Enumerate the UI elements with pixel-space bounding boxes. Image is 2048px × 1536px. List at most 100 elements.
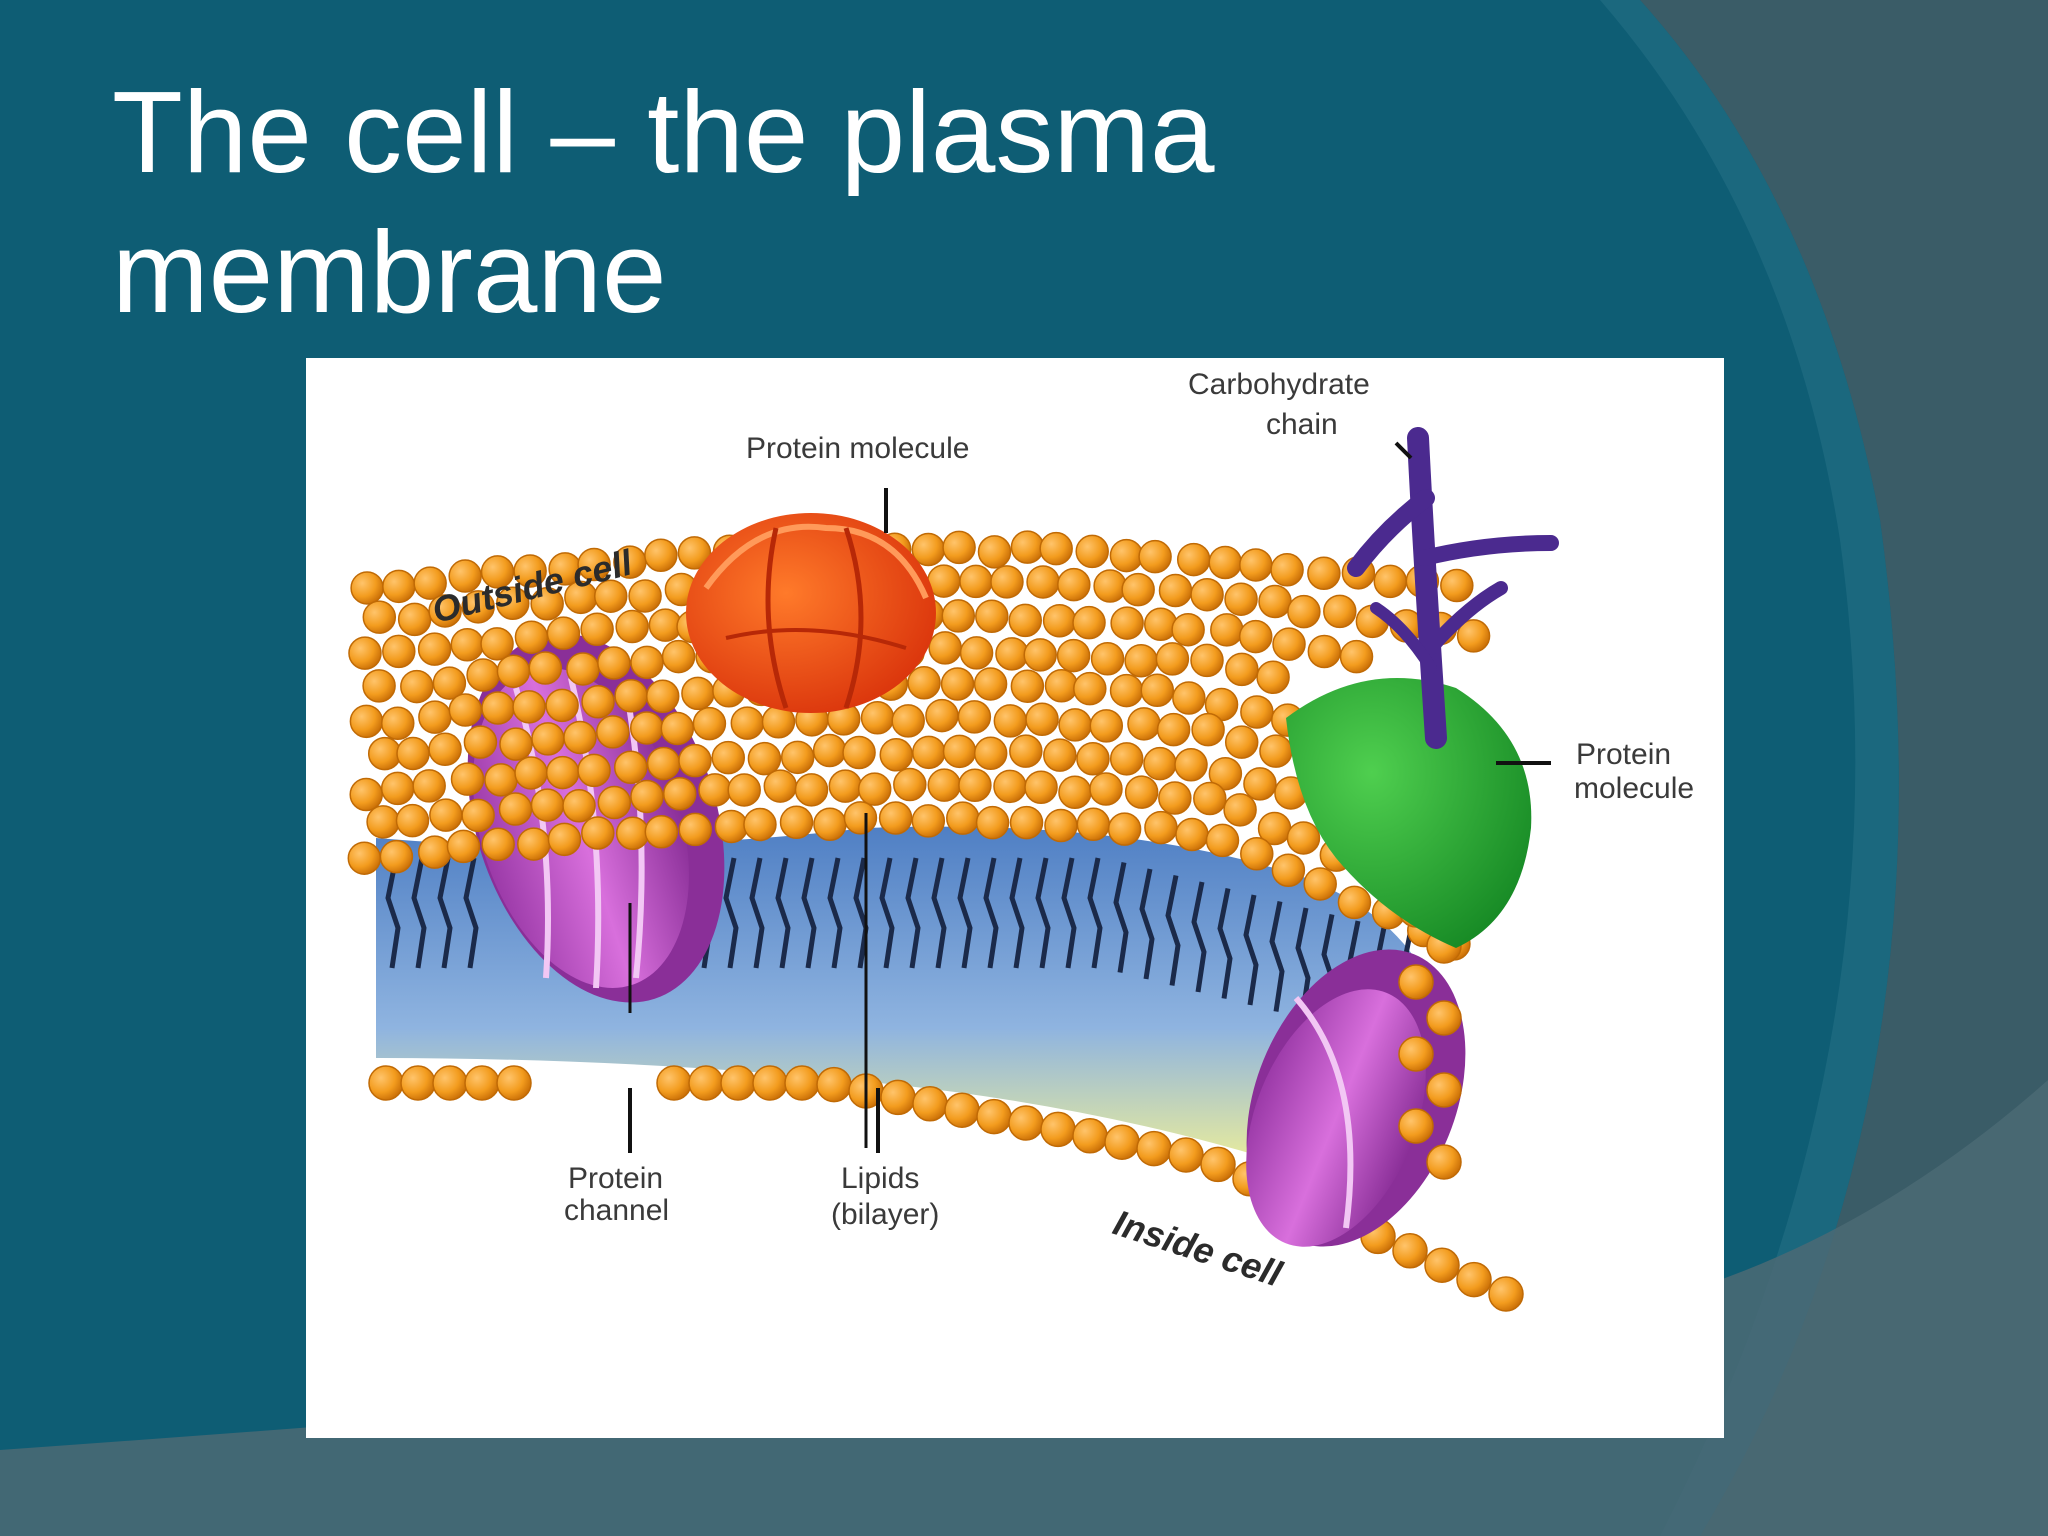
phospholipid-head <box>975 599 1009 633</box>
phospholipid-head <box>973 736 1008 771</box>
phospholipid-head <box>843 801 878 835</box>
phospholipid-head <box>1039 531 1073 566</box>
phospholipid-head <box>944 1092 980 1128</box>
phospholipid-head <box>530 788 565 822</box>
phospholipid-head <box>1174 748 1208 782</box>
phospholipid-head <box>1270 553 1304 587</box>
phospholipid-head <box>615 816 650 851</box>
phospholipid-head <box>1440 568 1474 603</box>
phospholipid-head <box>941 599 976 633</box>
phospholipid-head <box>678 743 712 778</box>
phospholipid-head <box>448 559 482 593</box>
phospholipid-head <box>1010 669 1045 703</box>
phospholipid-head <box>1339 639 1374 674</box>
phospholipid-head <box>382 569 416 604</box>
phospholipid-head <box>496 1065 532 1101</box>
phospholipid-head <box>780 740 815 775</box>
phospholipid-head <box>450 628 485 662</box>
phospholipid-head <box>828 769 863 803</box>
phospholipid-head <box>432 666 467 700</box>
phospholipid-head <box>942 530 976 565</box>
lipid-tail <box>1009 857 1025 969</box>
phospholipid-head <box>656 1065 692 1101</box>
lipid-tail <box>1087 857 1103 969</box>
phospholipid-head <box>581 685 615 719</box>
phospholipid-head <box>412 769 446 803</box>
phospholipid-head <box>878 801 913 835</box>
phospholipid-head <box>418 700 452 734</box>
phospholipid-head <box>925 698 959 733</box>
phospholipid-head <box>714 809 749 844</box>
phospholipid-head <box>1156 712 1191 747</box>
lipid-tail <box>1243 894 1259 1006</box>
phospholipid-head <box>1225 652 1259 687</box>
phospholipid-head <box>1058 775 1092 810</box>
phospholipid-head <box>1076 807 1111 842</box>
phospholipid-head <box>629 711 664 745</box>
phospholipid-head <box>1224 725 1259 759</box>
phospholipid-head <box>630 779 664 814</box>
phospholipid-head <box>1138 539 1172 574</box>
phospholipid-head <box>366 805 400 839</box>
slide-title-line-2: membrane <box>112 207 667 337</box>
phospholipid-head <box>1104 1124 1140 1160</box>
label-lipids-bilayer-line-2: (bilayer) <box>831 1198 939 1231</box>
phospholipid-head <box>496 586 530 620</box>
phospholipid-head <box>514 756 548 790</box>
lipid-tail <box>1113 862 1129 973</box>
phospholipid-head <box>580 612 614 647</box>
phospholipid-head <box>461 590 495 624</box>
phospholipid-head <box>1210 613 1244 647</box>
phospholipid-head <box>496 654 531 688</box>
phospholipid-head <box>677 536 712 570</box>
phospholipid-head <box>1258 584 1292 619</box>
phospholipid-head <box>350 571 384 605</box>
phospholipid-head <box>597 785 632 820</box>
phospholipid-head <box>646 746 681 781</box>
phospholipid-head <box>566 652 600 686</box>
lipid-tail <box>1191 881 1207 993</box>
phospholipid-head <box>484 763 518 797</box>
phospholipid-head <box>1158 781 1192 815</box>
phospholipid-head <box>1026 565 1060 599</box>
phospholipid-head <box>545 755 580 790</box>
phospholipid-head <box>957 700 992 734</box>
phospholipid-head <box>466 658 500 692</box>
phospholipid-head <box>1075 534 1109 569</box>
lipid-tail <box>385 857 401 969</box>
phospholipid-head <box>1009 805 1044 840</box>
phospholipid-head <box>1200 1146 1236 1183</box>
phospholipid-head <box>1424 1247 1460 1283</box>
phospholipid-head <box>747 741 782 776</box>
lipid-tail <box>1061 857 1077 969</box>
phospholipid-head <box>1398 1036 1434 1072</box>
phospholipid-head <box>1140 673 1175 708</box>
phospholipid-head <box>1110 606 1144 640</box>
phospholipid-head <box>1240 837 1274 871</box>
label-protein-channel-line-2: channel <box>564 1194 669 1227</box>
phospholipid-head <box>395 803 430 838</box>
phospholipid-head <box>779 805 814 840</box>
phospholipid-head <box>581 816 615 850</box>
lipid-tail <box>1165 875 1181 986</box>
phospholipid-head <box>678 812 712 847</box>
label-protein-molecule-right-line-2: molecule <box>1574 772 1694 805</box>
phospholipid-head <box>547 822 582 857</box>
phospholipid-head <box>660 711 695 746</box>
slide-title: The cell – the plasma membrane <box>112 62 1215 342</box>
phospholipid-head <box>1337 885 1372 920</box>
phospholipid-head <box>1307 634 1342 669</box>
lipid-tail <box>905 857 921 969</box>
phospholipid-head <box>562 788 596 823</box>
phospholipid-head <box>661 639 696 674</box>
slide-title-line-1: The cell – the plasma <box>112 67 1215 197</box>
phospholipid-head <box>1426 1000 1462 1036</box>
phospholipid-head <box>711 740 745 775</box>
label-protein-channel-line-1: Protein <box>568 1162 663 1195</box>
phospholipid-head <box>563 720 597 755</box>
phospholipid-head <box>1044 669 1079 703</box>
phospholipid-head <box>911 804 946 838</box>
phospholipid-head <box>630 645 664 680</box>
phospholipid-head <box>348 636 382 670</box>
phospholipid-head <box>428 594 462 628</box>
